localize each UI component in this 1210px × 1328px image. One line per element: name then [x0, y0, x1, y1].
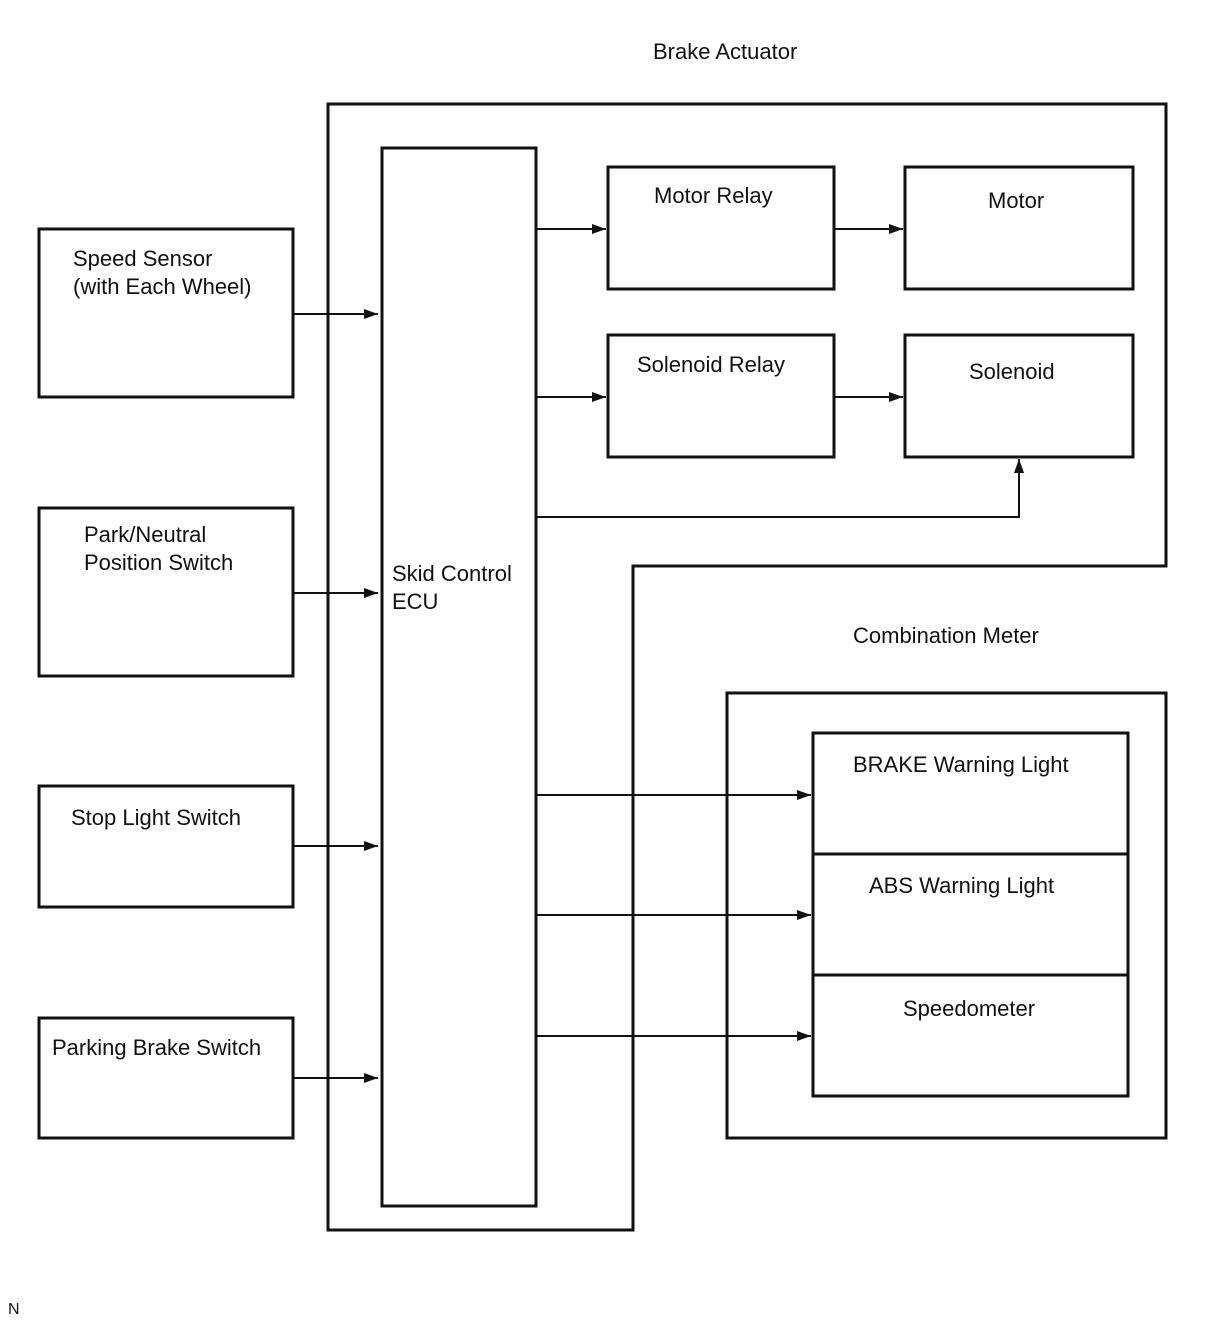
- motor-label: Motor: [988, 188, 1045, 213]
- solenoid-relay-label: Solenoid Relay: [637, 352, 785, 377]
- brake-actuator-label: Brake Actuator: [653, 39, 798, 64]
- stop-light-label: Stop Light Switch: [71, 805, 241, 830]
- solenoid-label: Solenoid: [969, 359, 1055, 384]
- parking-brake-label: Parking Brake Switch: [52, 1035, 262, 1060]
- park-neutral-label: Park/Neutral Position Switch: [84, 522, 234, 575]
- brake-warning-label: BRAKE Warning Light: [853, 752, 1069, 777]
- speed-sensor-label: Speed Sensor (with Each Wheel): [73, 246, 252, 299]
- solenoid-box: [903, 333, 1135, 459]
- corner-mark: N: [8, 1301, 20, 1318]
- speedometer-box: [811, 973, 1130, 1098]
- speedometer-label: Speedometer: [903, 996, 1036, 1021]
- motor-relay-label: Motor Relay: [654, 183, 773, 208]
- skid-control-ecu-box: [380, 146, 538, 1208]
- abs-warning-label: ABS Warning Light: [869, 873, 1055, 898]
- motor-box: [903, 165, 1135, 291]
- skid-control-ecu-label: Skid Control ECU: [392, 561, 512, 614]
- arrow-ecu-solenoid: [536, 459, 1024, 518]
- combination-meter-label: Combination Meter: [853, 623, 1039, 648]
- brake-actuator-outline: [326, 102, 1168, 1232]
